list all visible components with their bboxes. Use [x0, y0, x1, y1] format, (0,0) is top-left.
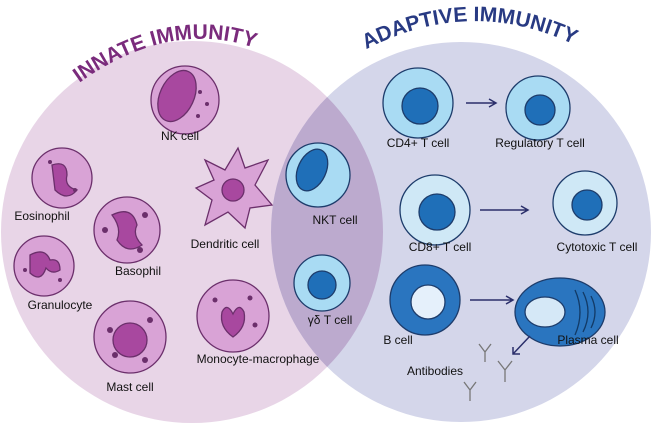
granulocyte-icon [13, 235, 75, 297]
label-monocyte-macrophage: Monocyte-macrophage [197, 352, 320, 366]
label-mast-cell: Mast cell [106, 380, 153, 394]
cd4-t-cell-icon [382, 67, 454, 139]
monocyte-macrophage-icon [196, 279, 270, 353]
label-nkt-cell: NKT cell [312, 213, 357, 227]
label-antibodies: Antibodies [407, 364, 463, 378]
nkt-cell-icon [285, 142, 351, 208]
label-basophil: Basophil [115, 264, 161, 278]
eosinophil-icon [31, 147, 93, 209]
cd8-t-cell-icon [399, 174, 471, 246]
arrows [466, 98, 531, 355]
mast-cell-icon [93, 300, 167, 374]
plasma-cell-icon [514, 277, 606, 347]
label-eosinophil: Eosinophil [14, 209, 69, 223]
dendritic-cell-icon [194, 146, 274, 230]
label-cd8-t-cell: CD8+ T cell [409, 240, 472, 254]
label-cytotoxic-t-cell: Cytotoxic T cell [557, 240, 638, 254]
label-dendritic-cell: Dendritic cell [191, 237, 260, 251]
antibody-icons [463, 343, 513, 401]
label-cd4-t-cell: CD4+ T cell [387, 136, 450, 150]
label-gd-t-cell: γδ T cell [308, 313, 352, 327]
label-plasma-cell: Plasma cell [557, 333, 618, 347]
label-regulatory-t-cell: Regulatory T cell [495, 136, 585, 150]
cytotoxic-t-cell-icon [552, 170, 618, 236]
label-b-cell: B cell [383, 333, 412, 347]
label-nk-cell: NK cell [161, 129, 199, 143]
label-granulocyte: Granulocyte [28, 298, 93, 312]
b-cell-icon [389, 264, 461, 336]
regulatory-t-cell-icon [505, 75, 571, 141]
gd-t-cell-icon [293, 254, 351, 312]
nk-cell-icon [150, 65, 220, 135]
